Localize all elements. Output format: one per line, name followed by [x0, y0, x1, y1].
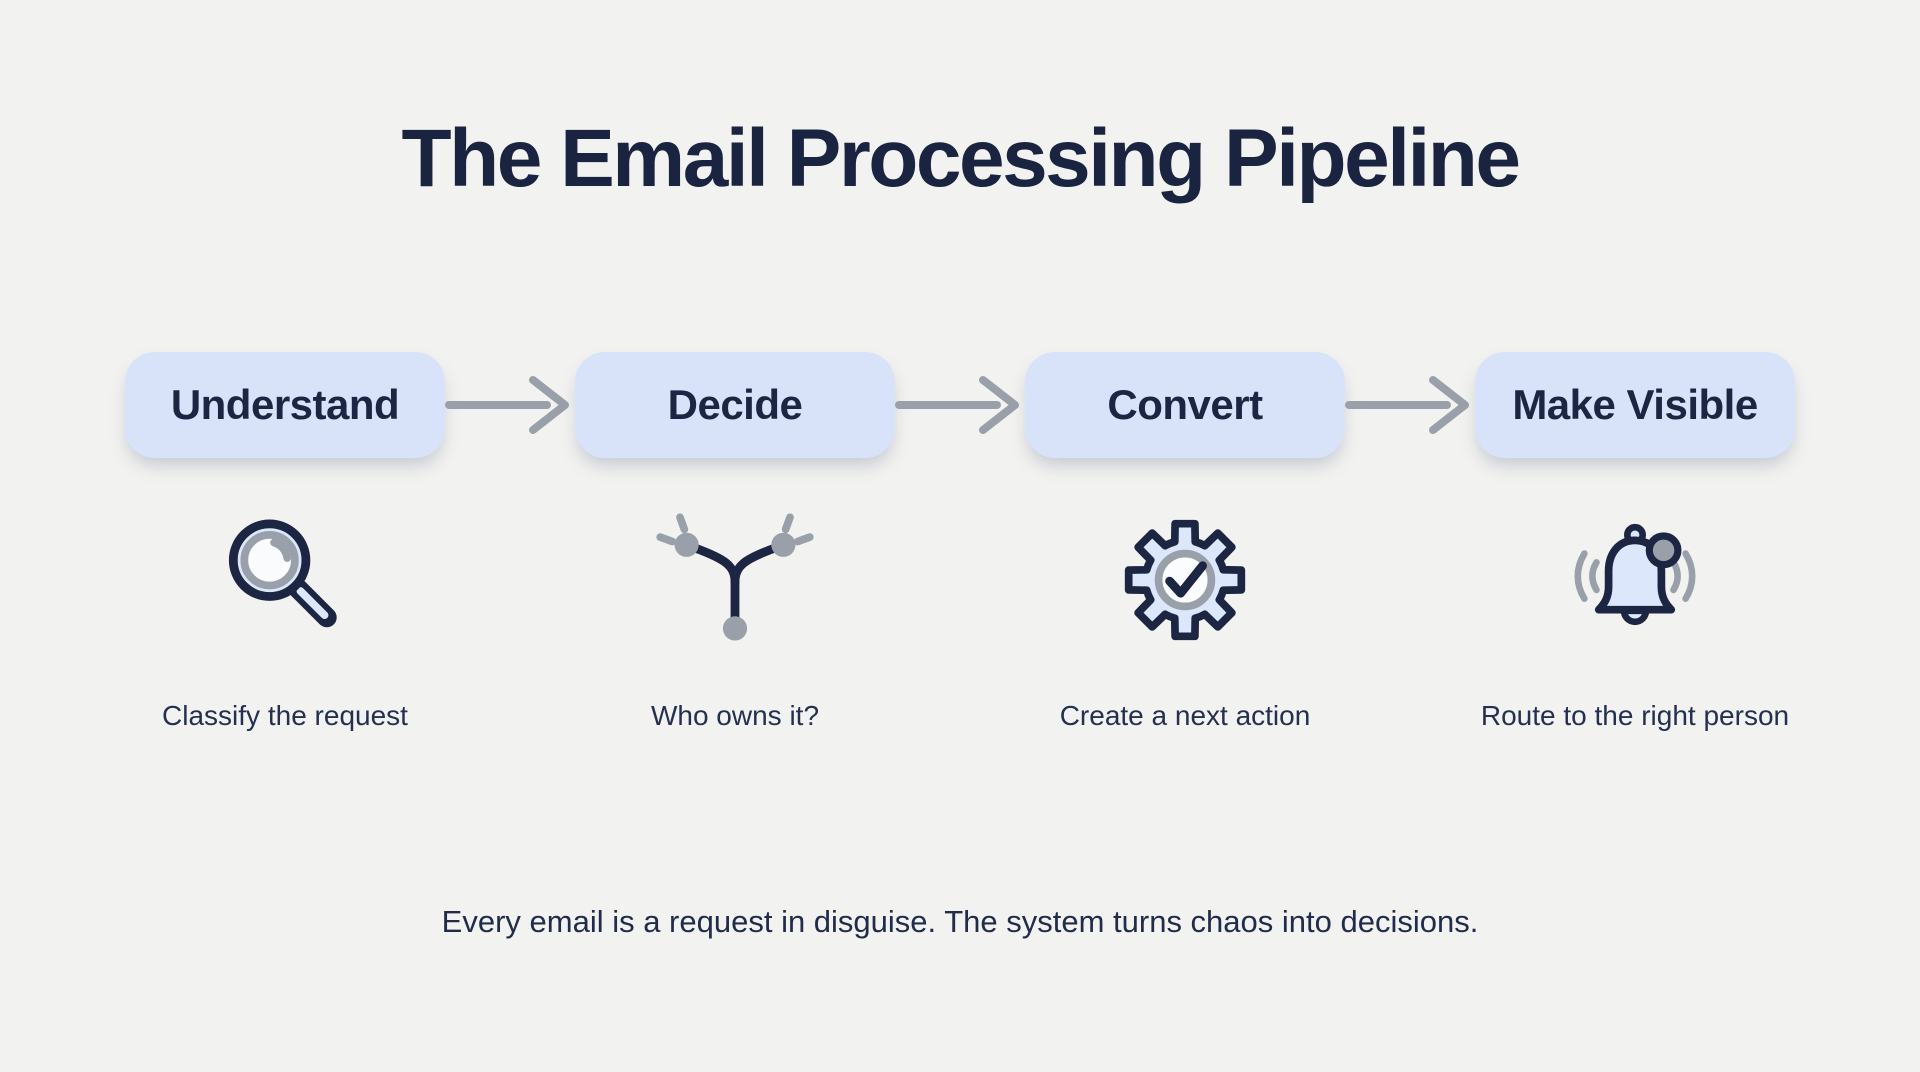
- stage-box-convert: Convert: [1025, 352, 1345, 458]
- spacer: [1345, 646, 1475, 732]
- infographic-canvas: The Email Processing Pipeline Understand…: [0, 118, 1920, 1072]
- stage-box-decide: Decide: [575, 352, 895, 458]
- spacer: [895, 458, 1025, 646]
- stage-box-understand: Understand: [125, 352, 445, 458]
- tagline-text: Every email is a request in disguise. Th…: [441, 904, 1479, 939]
- page-title: The Email Processing Pipeline: [401, 113, 1521, 204]
- icon-cell-understand: [125, 514, 445, 646]
- magnifier-icon: [228, 519, 337, 628]
- flow-arrow-cell: [445, 352, 575, 458]
- flow-arrow-cell: [1345, 352, 1475, 458]
- spacer: [445, 458, 575, 646]
- flow-arrow-icon: [445, 376, 569, 434]
- spacer: [445, 646, 575, 732]
- branch-split-icon: [656, 513, 814, 641]
- flow-arrow-cell: [895, 352, 1025, 458]
- stage-caption-decide: Who owns it?: [650, 700, 820, 731]
- spacer: [895, 646, 1025, 732]
- pipeline-diagram: Understand Decide Convert Make Visible: [125, 352, 1795, 732]
- icon-cell-convert: [1025, 514, 1345, 646]
- icon-cell-decide: [575, 513, 895, 646]
- flow-arrow-icon: [1345, 376, 1469, 434]
- icon-cell-make-visible: [1475, 514, 1795, 646]
- flow-arrow-icon: [895, 376, 1019, 434]
- stage-box-make-visible: Make Visible: [1475, 352, 1795, 458]
- bell-icon: [1574, 523, 1696, 626]
- stage-caption-convert: Create a next action: [1059, 700, 1311, 731]
- spacer: [1345, 458, 1475, 646]
- gear-check-icon: [1124, 519, 1246, 641]
- stage-caption-make-visible: Route to the right person: [1480, 700, 1790, 731]
- stage-caption-understand: Classify the request: [162, 700, 408, 731]
